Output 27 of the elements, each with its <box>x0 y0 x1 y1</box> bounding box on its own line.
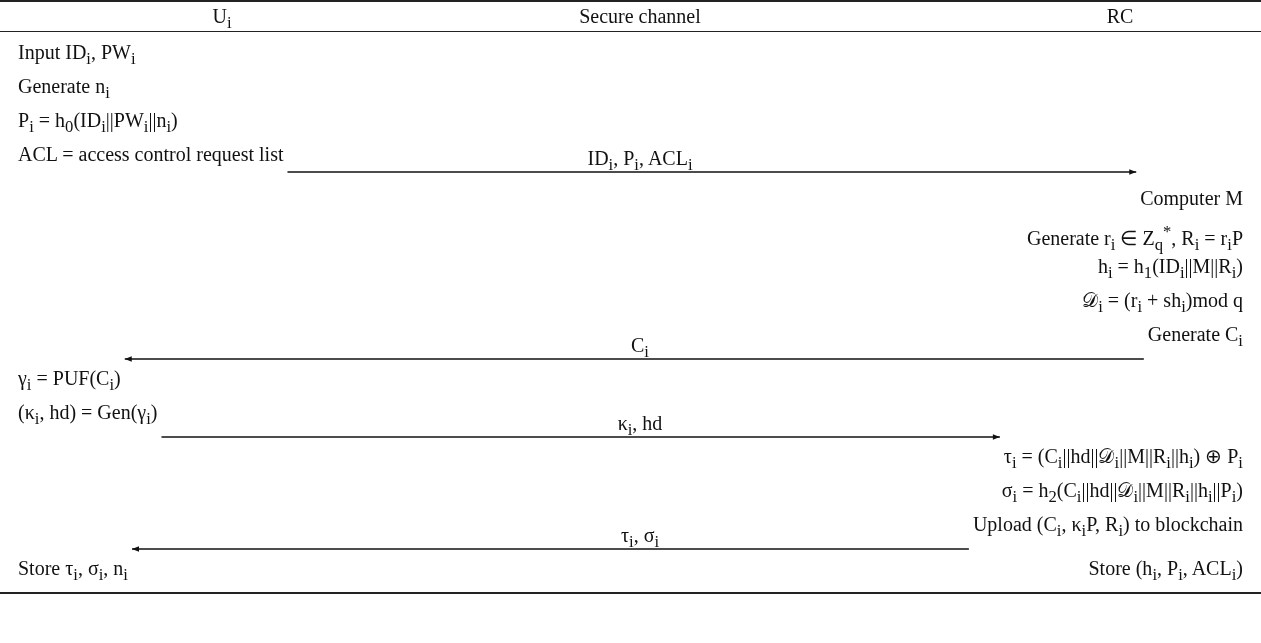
protocol-step-text: P$_{i}$ = h$_{0}$(ID$_{i}$||PW$_{i}$||n$_{i}$) <box>18 108 178 138</box>
protocol-step-text: σ$_{i}$ = h$_{2}$(C$_{i}$||hd||𝒟$_{i}$||M||R$_{i}$||h$_{i}$||P$_{i}$) <box>1001 478 1243 508</box>
message-arrow <box>124 356 1145 362</box>
column-header: U$_{i}$ <box>212 4 232 34</box>
protocol-step-text: Store τ$_{i}$, σ$_{i}$, n$_{i}$ <box>18 556 128 586</box>
protocol-step-text: Input ID$_{i}$, PW$_{i}$ <box>18 40 136 70</box>
protocol-step-text: γ$_{i}$ = PUF(C$_{i}$) <box>18 366 121 396</box>
column-header: Secure channel <box>579 4 701 29</box>
protocol-step-text: ACL = access control request list <box>18 142 284 168</box>
message-arrow <box>286 169 1137 175</box>
edge-label: τ$_{i}$, σ$_{i}$ <box>620 523 660 553</box>
edge-label: ID$_{i}$, P$_{i}$, ACL$_{i}$ <box>587 146 693 176</box>
edge-label: κ$_{i}$, hd <box>617 411 663 441</box>
protocol-step-text: Generate r$_{i}$ ∈ Z$_{q}$$^{*}$, R$_{i}$ = r$_{i}$P <box>1026 221 1243 256</box>
protocol-step-text: 𝒟$_{i}$ = (r$_{i}$ + sh$_{i}$)mod q <box>1082 288 1243 318</box>
message-arrow <box>131 546 970 552</box>
protocol-step-text: Generate n$_{i}$ <box>18 74 110 104</box>
protocol-step-text: Upload (C$_{i}$, κ$_{i}$P, R$_{i}$) to blockchain <box>972 512 1243 542</box>
column-header: RC <box>1106 4 1134 29</box>
protocol-step-text: h$_{i}$ = h$_{1}$(ID$_{i}$||M||R$_{i}$) <box>1097 254 1243 284</box>
message-arrow <box>160 434 1001 440</box>
protocol-step-text: Computer M <box>1140 186 1243 212</box>
protocol-step-text: (κ$_{i}$, hd) = Gen(γ$_{i}$) <box>18 400 158 430</box>
protocol-step-text: τ$_{i}$ = (C$_{i}$||hd||𝒟$_{i}$||M||R$_{i}$||h$_{i}$) ⊕ P$_{i}$ <box>1003 444 1243 474</box>
edge-label: C$_{i}$ <box>631 333 649 363</box>
protocol-step-text: Generate C$_{i}$ <box>1147 322 1243 352</box>
protocol-step-text: Store (h$_{i}$, P$_{i}$, ACL$_{i}$) <box>1088 556 1243 586</box>
